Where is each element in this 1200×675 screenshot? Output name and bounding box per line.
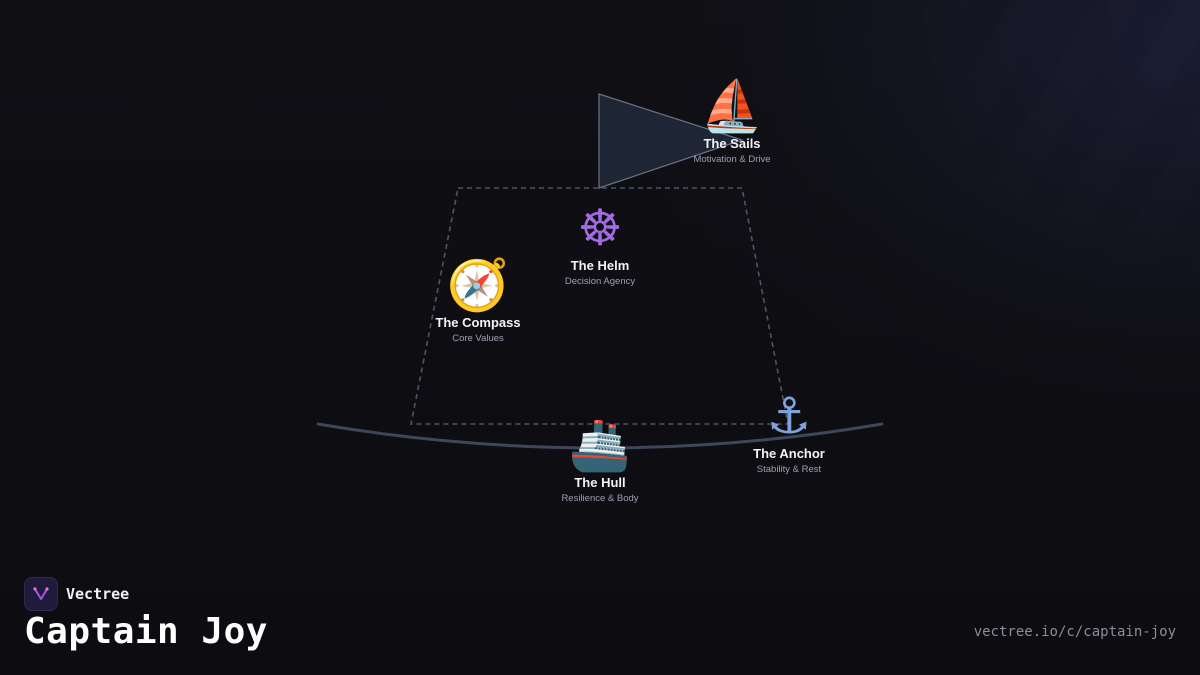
waterline: [316, 422, 884, 450]
node-helm[interactable]: ☸ The Helm Decision Agency: [520, 200, 680, 287]
node-anchor-sublabel: Stability & Rest: [756, 464, 822, 475]
node-compass-label: The Compass: [435, 315, 521, 330]
node-helm-sublabel: Decision Agency: [564, 276, 636, 287]
node-anchor[interactable]: ⚓ The Anchor Stability & Rest: [709, 388, 869, 475]
share-url[interactable]: vectree.io/c/captain-joy: [973, 624, 1176, 640]
node-anchor-label: The Anchor: [753, 446, 825, 461]
node-hull[interactable]: 🚢 The Hull Resilience & Body: [520, 417, 680, 504]
page-title: Captain Joy: [24, 611, 268, 652]
vectree-logo-icon: [24, 577, 58, 611]
compass-icon: 🧭: [446, 256, 510, 314]
node-hull-sublabel: Resilience & Body: [561, 493, 639, 504]
ship-wheel-icon: ☸: [577, 199, 623, 257]
node-compass[interactable]: 🧭 The Compass Core Values: [398, 257, 558, 344]
node-helm-label: The Helm: [570, 258, 630, 273]
anchor-icon: ⚓: [766, 387, 812, 445]
sail-shape: [598, 93, 744, 189]
node-hull-label: The Hull: [574, 475, 626, 490]
brand-name: Vectree: [66, 585, 130, 603]
node-sails[interactable]: ⛵ The Sails Motivation & Drive: [652, 78, 812, 165]
node-sails-sublabel: Motivation & Drive: [693, 154, 771, 165]
cruise-ship-icon: 🚢: [568, 416, 632, 474]
hull-frame: [410, 187, 789, 425]
background-rays: [680, 0, 1200, 520]
node-sails-label: The Sails: [703, 136, 761, 151]
brand[interactable]: Vectree: [24, 577, 129, 611]
sailboat-icon: ⛵: [700, 77, 764, 135]
node-compass-sublabel: Core Values: [452, 333, 504, 344]
